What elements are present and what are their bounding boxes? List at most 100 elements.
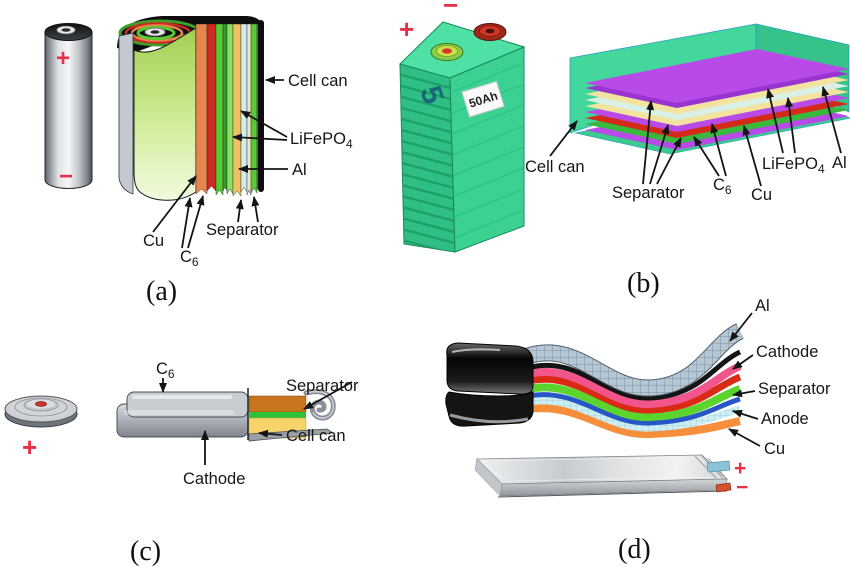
arrow-al [821, 86, 842, 154]
label-cathode: Cathode [183, 470, 245, 488]
black-ribbon [527, 349, 742, 401]
panel-b: 5 50Ah + − [399, 0, 850, 299]
label-separator: Separator [758, 380, 831, 398]
arrow-separator-2 [649, 124, 670, 185]
caption-a: (a) [146, 276, 177, 307]
arrow-separator [303, 381, 353, 410]
caption-b: (b) [627, 268, 660, 299]
al-ribbon [525, 324, 744, 396]
arrow-c6-1 [181, 197, 193, 249]
pouch-cell-illustration: + − [474, 454, 748, 499]
arrow-lifepo4-1 [766, 88, 784, 154]
pouch-inner-crease [480, 456, 722, 482]
panel-a-labels: Cell can LiFePO4 Al Separator Cu C6 [143, 72, 353, 269]
can-bottom-lip [248, 428, 335, 442]
label-c6: C6 [156, 360, 175, 381]
clamp-highlight [451, 348, 501, 353]
arrow-cu [152, 175, 197, 233]
label-separator: Separator [612, 184, 685, 202]
positive-terminal-mark: + [22, 432, 37, 462]
can-wall-strip [118, 32, 134, 195]
arrow-separator-1 [235, 199, 244, 223]
cylindrical-battery-illustration: + − [44, 23, 93, 190]
terminal-center [442, 48, 452, 54]
arrow-separator-3 [656, 137, 682, 185]
negative-terminal-mark: − [443, 0, 458, 20]
battery-fins [400, 72, 455, 252]
pouch-layers-illustration [445, 323, 745, 439]
layer-stripes [195, 23, 261, 197]
separator-layer [249, 412, 306, 418]
label-cell-can: Cell can [286, 427, 346, 445]
electrode-face [133, 27, 197, 201]
panel-b-labels: Cell can Separator C6 Cu LiFePO4 Al [525, 86, 847, 204]
clamp-sheen [449, 413, 529, 424]
arrow-cell-can [549, 120, 578, 157]
arrow-c6-2 [187, 195, 205, 249]
label-cu: Cu [143, 232, 164, 250]
arrow-c6-1 [693, 136, 720, 177]
cu-ribbon [527, 404, 741, 439]
arrow-separator-2 [251, 196, 260, 223]
label-c6: C6 [180, 248, 199, 269]
prismatic-battery-illustration: 5 50Ah + − [399, 0, 526, 253]
label-anode: Anode [761, 410, 809, 428]
can-highlight-2 [124, 410, 234, 415]
label-separator: Separator [206, 221, 279, 239]
cathode-ribbon [527, 362, 742, 409]
stripe-al [232, 23, 242, 197]
can-outer-edge [258, 20, 264, 192]
arrow-anode [732, 409, 759, 420]
layer-separator-top [585, 49, 849, 103]
stack-layers [585, 49, 849, 150]
panel-d: + − Al Cathode Separator Anode Cu (d) [445, 297, 831, 565]
can-curl-highlight [305, 391, 334, 419]
label-c6: C6 [713, 176, 732, 197]
arrow-c6-2 [710, 123, 727, 177]
label-al: Al [292, 161, 307, 179]
capacity-sticker: 50Ah [461, 80, 505, 118]
prismatic-stack-illustration [569, 23, 850, 155]
arrow-al [729, 312, 753, 342]
negative-terminal-mark: − [59, 163, 73, 190]
coin-cell-cross-section [116, 388, 336, 442]
label-lifepo4: LiFePO4 [290, 130, 353, 151]
positive-tab [706, 460, 731, 473]
arrow-cu [728, 428, 761, 447]
label-cu: Cu [751, 186, 772, 204]
panel-c-labels: C6 Separator Cell can Cathode [156, 360, 359, 488]
arrow-lifepo4-1 [240, 110, 288, 138]
cylinder-body [44, 31, 93, 189]
label-lifepo4: LiFePO4 [762, 155, 825, 176]
stripe-cu [195, 23, 208, 195]
cylinder-vent-hole [61, 28, 71, 32]
stripe-separator-dark [222, 23, 228, 192]
jelly-roll-cutaway-illustration [117, 16, 264, 201]
arrow-lifepo4-2 [232, 133, 288, 142]
terminal-negative [473, 23, 507, 41]
arrow-cell-can [258, 429, 283, 438]
terminal-positive [430, 43, 464, 61]
sticker-background [461, 80, 505, 118]
label-cell-can: Cell can [288, 72, 348, 90]
label-cathode: Cathode [756, 343, 818, 361]
label-cu: Cu [764, 440, 785, 458]
separator-ribbon [527, 383, 742, 422]
positive-terminal-mark: + [399, 14, 414, 44]
pouch-bottom-line [497, 490, 728, 498]
label-cell-can: Cell can [525, 158, 585, 176]
label-separator: Separator [286, 377, 359, 395]
caption-d: (d) [618, 534, 651, 565]
stripe-separator [215, 23, 224, 196]
arrow-separator [732, 389, 756, 398]
pouch-clamp-upper [446, 342, 534, 395]
red-ribbon [527, 373, 742, 414]
c6-layer [248, 395, 307, 413]
negative-terminal-mark: − [736, 476, 748, 499]
arrow-lifepo4-2 [785, 97, 796, 154]
battery-front-ridges [451, 61, 524, 240]
stripe-outer-green [250, 23, 258, 194]
spiral-ring [136, 26, 176, 40]
arrow-separator-1 [642, 100, 655, 185]
